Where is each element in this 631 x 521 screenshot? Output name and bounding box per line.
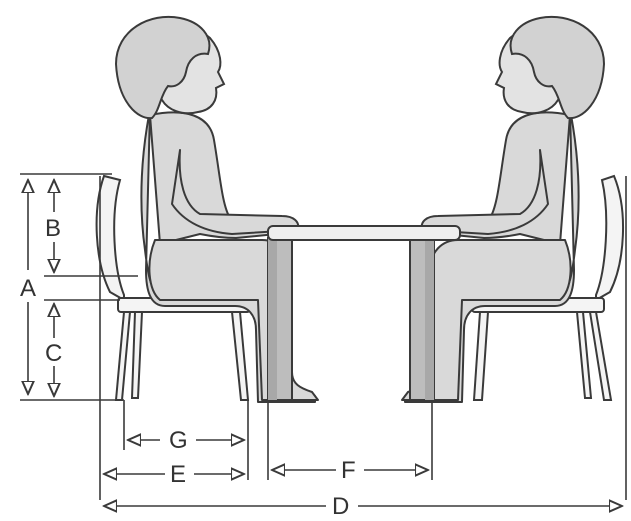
dimension-label-a: A (20, 275, 36, 302)
dimension-label-e: E (170, 461, 186, 488)
dimension-f: F (272, 457, 428, 484)
dimension-b: B (45, 180, 61, 272)
dimension-label-d: D (332, 493, 349, 520)
dimension-label-f: F (341, 457, 356, 484)
extension-lines (20, 173, 627, 500)
dimension-label-b: B (45, 215, 61, 242)
table-top (267, 225, 461, 241)
dimension-d: D (104, 493, 622, 520)
dimension-g: G (128, 427, 244, 454)
dimension-label-c: C (45, 340, 62, 367)
right-chair (471, 174, 625, 401)
right-child-figure (401, 15, 606, 403)
dimension-a: A (20, 180, 36, 394)
dimension-c: C (45, 304, 62, 396)
dimension-e: E (104, 461, 244, 488)
table (267, 225, 461, 401)
dimension-label-g: G (169, 427, 188, 454)
